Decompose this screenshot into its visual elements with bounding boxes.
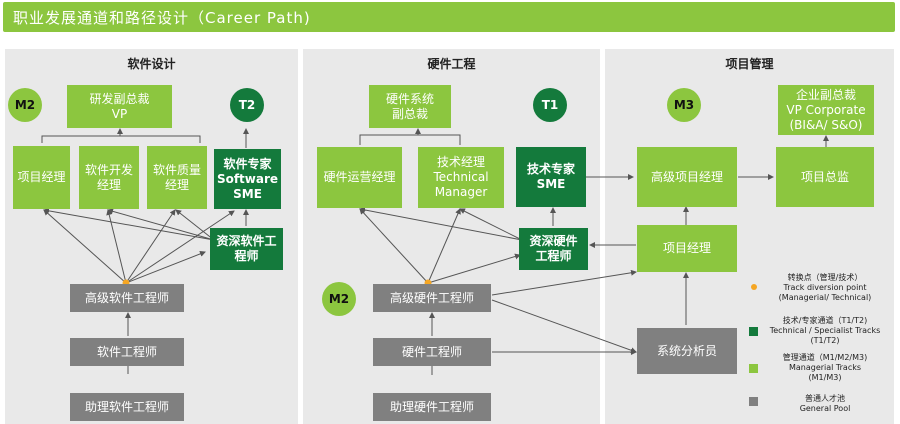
node-project-manager: 项目经理: [637, 225, 737, 272]
node-hardware-technical-manager: 技术经理 Technical Manager: [418, 147, 504, 208]
track-badge-m2-software: M2: [8, 88, 42, 122]
legend-dot-icon: [751, 284, 757, 290]
panel-title-project: 项目管理: [725, 57, 774, 71]
node-software-vp: 研发副总裁 VP: [67, 85, 172, 128]
node-software-project-manager: 项目经理: [13, 146, 70, 209]
node-hardware-ops-manager: 硬件运营经理: [317, 147, 402, 208]
node-software-engineer: 软件工程师: [70, 338, 184, 366]
node-hardware-engineer: 硬件工程师: [373, 338, 491, 366]
track-badge-t2: T2: [230, 88, 264, 122]
track-badge-m2-hardware: M2: [322, 282, 356, 316]
node-software-senior-sme: 资深软件工 程师: [210, 228, 283, 270]
node-software-assistant-engineer: 助理软件工程师: [70, 393, 184, 421]
node-project-senior-pm: 高级项目经理: [637, 147, 737, 207]
node-project-system-analyst: 系统分析员: [637, 328, 737, 374]
node-software-senior-engineer: 高级软件工程师: [70, 284, 184, 312]
node-project-director: 项目总监: [776, 147, 874, 207]
node-hardware-assistant-engineer: 助理硬件工程师: [373, 393, 491, 421]
legend-technical-tracks: 技术/专家通道（T1/T2) Technical / Specialist Tr…: [769, 316, 881, 345]
legend-gray-swatch: [749, 397, 758, 406]
node-software-dev-manager: 软件开发 经理: [79, 146, 139, 209]
node-software-sme: 软件专家 Software SME: [214, 149, 281, 209]
node-software-qa-manager: 软件质量 经理: [147, 146, 207, 209]
header-bar: 职业发展通道和路径设计（Career Path): [3, 2, 895, 32]
legend-managerial-tracks: 管理通道（M1/M2/M3) Managerial Tracks (M1/M3): [782, 353, 868, 382]
panel-title-software: 软件设计: [127, 57, 176, 71]
node-hardware-senior-engineer: 高级硬件工程师: [373, 284, 491, 312]
track-badge-t1: T1: [533, 88, 567, 122]
node-hardware-senior-sme: 资深硬件 工程师: [519, 228, 588, 270]
legend-light-green-swatch: [749, 364, 758, 373]
node-project-vp-corporate: 企业副总裁 VP Corporate (BI&A/ S&O): [778, 85, 874, 135]
page-title: 职业发展通道和路径设计（Career Path): [13, 9, 311, 27]
node-hardware-sme: 技术专家 SME: [516, 147, 586, 207]
legend-dark-green-swatch: [749, 327, 758, 336]
panel-title-hardware: 硬件工程: [427, 57, 476, 71]
legend-diversion-point: 转换点（管理/技术） Track diversion point (Manage…: [778, 273, 872, 302]
track-badge-m3: M3: [667, 88, 701, 122]
node-hardware-vp: 硬件系统 副总裁: [369, 85, 451, 128]
legend-general-pool: 普通人才池 General Pool: [799, 394, 851, 413]
